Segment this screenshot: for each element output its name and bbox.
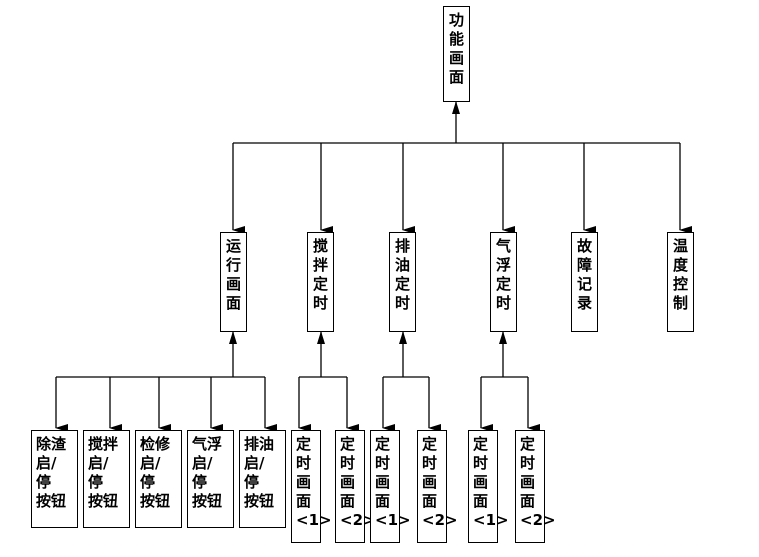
- node-drain-button[interactable]: 排油启/停按钮: [239, 430, 286, 528]
- node-label-line: 面: [225, 294, 241, 312]
- node-label-line: 面: [520, 492, 536, 510]
- node-label-line: <1>: [473, 511, 509, 529]
- node-label-line: 按钮: [88, 492, 119, 510]
- node-label-line: 按钮: [140, 492, 171, 510]
- node-label-line: 停: [88, 473, 104, 491]
- node-label-line: 定: [495, 275, 511, 293]
- node-label-line: 时: [340, 454, 356, 472]
- node-label-line: 搅: [312, 237, 328, 255]
- node-label-line: 启/: [192, 454, 213, 472]
- node-label-line: 时: [422, 454, 438, 472]
- node-drain-timer-screen-2[interactable]: 定时画面<2>: [417, 430, 458, 543]
- node-label-line: 启/: [244, 454, 265, 472]
- node-label-line: 画: [340, 473, 356, 491]
- node-float-timer-screen-2[interactable]: 定时画面<2>: [515, 430, 556, 543]
- node-label-line: 时: [394, 294, 410, 312]
- node-label-line: 度: [672, 256, 688, 274]
- node-label-line: 搅拌: [88, 435, 119, 453]
- node-label-line: 定: [520, 435, 536, 453]
- node-label-line: 启/: [36, 454, 57, 472]
- node-label-line: 能: [448, 30, 464, 48]
- node-maintenance-button[interactable]: 检修启/停按钮: [135, 430, 182, 528]
- node-label-line: 面: [375, 492, 391, 510]
- node-fault-record[interactable]: 故障记录: [571, 232, 598, 332]
- node-label-line: 面: [473, 492, 489, 510]
- node-run-screen[interactable]: 运行画面: [220, 232, 247, 332]
- node-label-line: 故: [576, 237, 592, 255]
- node-label-line: 停: [244, 473, 260, 491]
- node-label-line: <2>: [520, 511, 556, 529]
- node-label-line: 时: [520, 454, 536, 472]
- node-label-line: 启/: [88, 454, 109, 472]
- node-label-line: 画: [296, 473, 312, 491]
- node-float-timer-screen-1[interactable]: 定时画面<1>: [468, 430, 509, 543]
- node-stir-timer-screen-1[interactable]: 定时画面<1>: [291, 430, 332, 543]
- node-temperature-control[interactable]: 温度控制: [667, 232, 694, 332]
- node-function-screen[interactable]: 功能画面: [443, 6, 470, 102]
- node-label-line: 时: [473, 454, 489, 472]
- node-label-line: 定: [375, 435, 391, 453]
- node-stir-button[interactable]: 搅拌启/停按钮: [83, 430, 130, 528]
- node-label-line: <2>: [422, 511, 458, 529]
- node-drain-timer[interactable]: 排油定时: [389, 232, 416, 332]
- node-float-button[interactable]: 气浮启/停按钮: [187, 430, 234, 528]
- node-label-line: 画: [422, 473, 438, 491]
- node-label-line: 运: [225, 237, 241, 255]
- node-label-line: 面: [448, 68, 464, 86]
- node-label-line: 定: [422, 435, 438, 453]
- node-label-line: 排: [394, 237, 410, 255]
- node-label-line: 定: [296, 435, 312, 453]
- node-label-line: 检修: [140, 435, 171, 453]
- node-label-line: 按钮: [192, 492, 223, 510]
- node-label-line: 浮: [495, 256, 511, 274]
- node-label-line: 记: [576, 275, 592, 293]
- node-label-line: 油: [394, 256, 410, 274]
- node-label-line: 时: [312, 294, 328, 312]
- node-label-line: 时: [375, 454, 391, 472]
- node-label-line: 按钮: [36, 492, 67, 510]
- node-label-line: 时: [296, 454, 312, 472]
- node-label-line: 录: [576, 294, 592, 312]
- node-label-line: 按钮: [244, 492, 275, 510]
- node-label-line: 拌: [312, 256, 328, 274]
- node-label-line: 定: [340, 435, 356, 453]
- node-label-line: 面: [296, 492, 312, 510]
- node-label-line: 时: [495, 294, 511, 312]
- node-label-line: 控: [672, 275, 688, 293]
- node-label-line: 排油: [244, 435, 275, 453]
- node-label-line: 画: [520, 473, 536, 491]
- node-slag-removal-button[interactable]: 除渣启/停按钮: [31, 430, 78, 528]
- node-label-line: 除渣: [36, 435, 67, 453]
- node-label-line: 功: [448, 11, 464, 29]
- node-label-line: 停: [192, 473, 208, 491]
- node-label-line: 定: [394, 275, 410, 293]
- node-label-line: 制: [672, 294, 688, 312]
- node-label-line: 面: [422, 492, 438, 510]
- node-label-line: 障: [576, 256, 592, 274]
- node-label-line: <2>: [340, 511, 376, 529]
- node-label-line: 画: [473, 473, 489, 491]
- node-label-line: 行: [225, 256, 241, 274]
- node-label-line: <1>: [375, 511, 411, 529]
- node-label-line: 画: [225, 275, 241, 293]
- node-label-line: 启/: [140, 454, 161, 472]
- node-label-line: 温: [672, 237, 688, 255]
- node-label-line: 定: [312, 275, 328, 293]
- node-drain-timer-screen-1[interactable]: 定时画面<1>: [370, 430, 411, 543]
- node-label-line: 停: [36, 473, 52, 491]
- node-stir-timer[interactable]: 搅拌定时: [307, 232, 334, 332]
- node-label-line: 面: [340, 492, 356, 510]
- node-float-timer[interactable]: 气浮定时: [490, 232, 517, 332]
- node-label-line: 定: [473, 435, 489, 453]
- node-label-line: 画: [375, 473, 391, 491]
- node-label-line: <1>: [296, 511, 332, 529]
- node-stir-timer-screen-2[interactable]: 定时画面<2>: [335, 430, 376, 543]
- node-label-line: 停: [140, 473, 156, 491]
- node-label-line: 画: [448, 49, 464, 67]
- node-label-line: 气: [495, 237, 511, 255]
- node-label-line: 气浮: [192, 435, 223, 453]
